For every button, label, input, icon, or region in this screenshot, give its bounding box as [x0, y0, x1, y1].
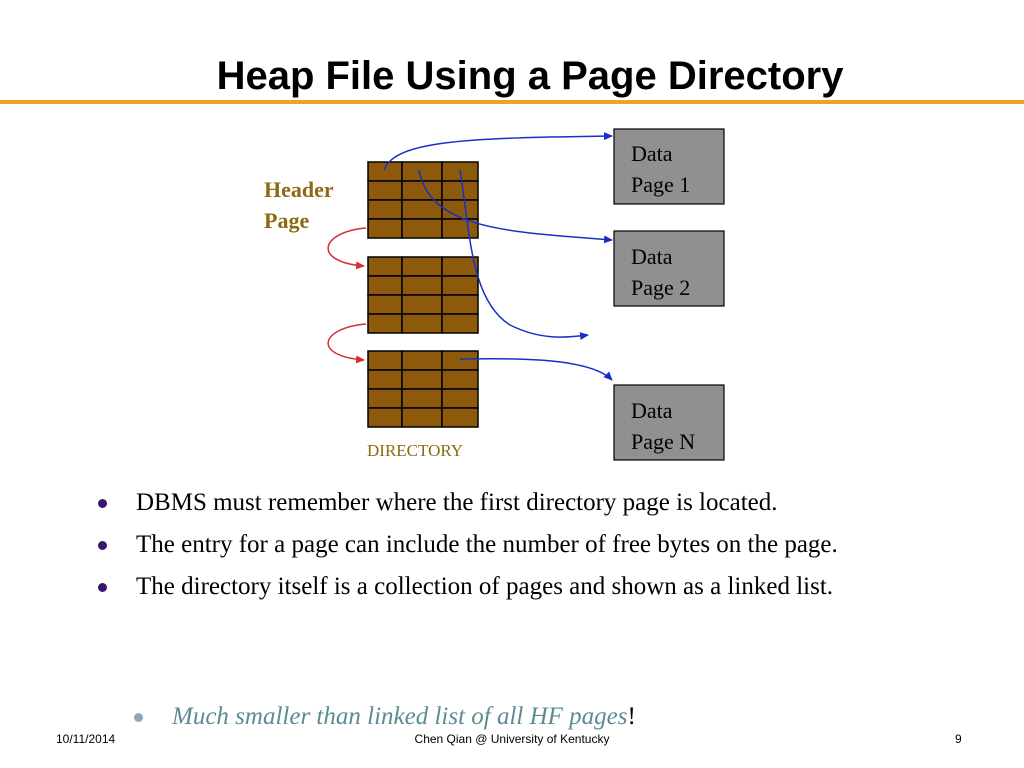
- directory-entry-cell: [441, 313, 479, 334]
- directory-entry-cell: [367, 256, 403, 277]
- directory-entry-cell: [441, 369, 479, 390]
- directory-entry-cell: [401, 161, 443, 182]
- arrow-to-unnamed-page: [459, 169, 589, 341]
- arrow-to-data-page-n: [459, 357, 613, 381]
- directory-entry-cell: [367, 350, 403, 371]
- directory-entry-cell: [367, 407, 403, 428]
- bullet-item: The entry for a page can include the num…: [98, 528, 978, 562]
- arrow-to-data-page-2: [418, 169, 613, 244]
- directory-entry-cell: [401, 369, 443, 390]
- directory-entry-cell: [441, 294, 479, 315]
- footer-date: 10/11/2014: [56, 732, 116, 746]
- header-page-label-line2: Page: [264, 208, 309, 233]
- directory-entry-cell: [367, 199, 403, 220]
- slide-title: Heap File Using a Page Directory: [216, 54, 844, 98]
- directory-entry-cell: [367, 161, 403, 182]
- footer-center: Chen Qian @ University of Kentucky: [414, 732, 610, 746]
- directory-entry-cell: [401, 218, 443, 239]
- sub-bullet: Much smaller than linked list of all HF …: [134, 700, 636, 734]
- directory-entry-cell: [441, 350, 479, 371]
- directory-page-2: [367, 256, 479, 334]
- directory-entry-cell: [367, 313, 403, 334]
- bullet-item: DBMS must remember where the first direc…: [98, 486, 978, 520]
- footer-page-number: 9: [955, 732, 962, 746]
- data-page-1-line1: Data: [631, 141, 673, 166]
- data-page-2-line2: Page 2: [631, 275, 690, 300]
- directory-entry-cell: [441, 256, 479, 277]
- directory-entry-cell: [367, 369, 403, 390]
- directory-entry-cell: [367, 294, 403, 315]
- data-page-2: Data Page 2: [613, 230, 725, 307]
- directory-entry-cell: [401, 407, 443, 428]
- header-page-label-line1: Header: [264, 177, 334, 202]
- directory-entry-cell: [367, 180, 403, 201]
- data-page-1-line2: Page 1: [631, 172, 690, 197]
- directory-entry-cell: [367, 275, 403, 296]
- data-page-n-line1: Data: [631, 398, 673, 423]
- directory-page-3: [367, 350, 479, 428]
- page-directory-diagram: Header Page DIRECTORY Data Page 1 Data P…: [264, 128, 725, 461]
- bullet-list: DBMS must remember where the first direc…: [98, 486, 978, 612]
- directory-entry-cell: [401, 275, 443, 296]
- directory-entry-cell: [441, 275, 479, 296]
- data-page-2-line1: Data: [631, 244, 673, 269]
- directory-entry-cell: [367, 388, 403, 409]
- sub-bullet-text: Much smaller than linked list of all HF …: [172, 703, 628, 730]
- directory-entry-cell: [401, 350, 443, 371]
- arrow-to-data-page-1: [383, 132, 613, 171]
- data-page-1: Data Page 1: [613, 128, 725, 205]
- directory-entry-cell: [441, 199, 479, 220]
- data-page-n-line2: Page N: [631, 429, 695, 454]
- directory-page-1: [367, 161, 479, 239]
- directory-entry-cell: [441, 180, 479, 201]
- title-underline: [0, 100, 1024, 104]
- directory-label: DIRECTORY: [367, 441, 463, 460]
- directory-entry-cell: [401, 313, 443, 334]
- directory-entry-cell: [401, 294, 443, 315]
- data-page-n: Data Page N: [613, 384, 725, 461]
- directory-entry-cell: [441, 407, 479, 428]
- directory-entry-cell: [401, 388, 443, 409]
- directory-entry-cell: [367, 218, 403, 239]
- sub-bullet-suffix: !: [627, 703, 636, 730]
- directory-entry-cell: [401, 256, 443, 277]
- link-arrow-1-to-2: [327, 227, 367, 270]
- link-arrow-2-to-3: [327, 323, 367, 364]
- directory-entry-cell: [441, 388, 479, 409]
- bullet-item: The directory itself is a collection of …: [98, 570, 978, 604]
- directory-entry-cell: [401, 180, 443, 201]
